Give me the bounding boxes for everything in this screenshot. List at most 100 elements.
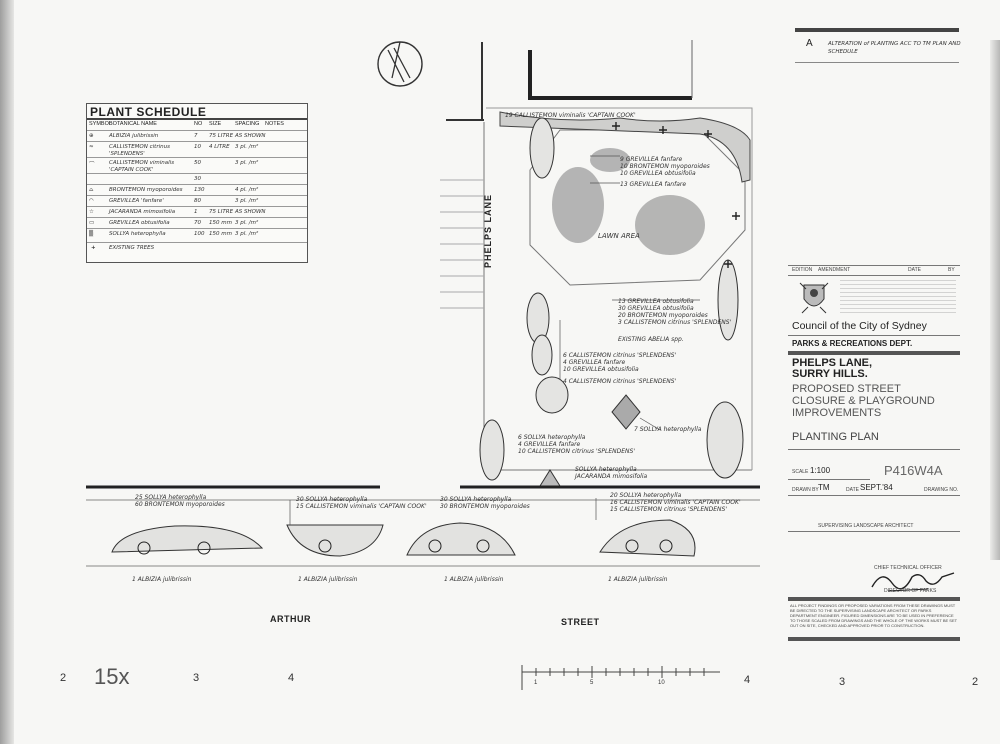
ruler-tick-label: 1	[534, 680, 538, 686]
drawn-value: TM	[818, 483, 830, 492]
col-notes: NOTES	[265, 121, 284, 127]
col-botanical: BOTANICAL NAME	[109, 121, 157, 127]
council-name: Council of the City of Sydney	[792, 320, 927, 332]
stamp-area	[840, 279, 956, 313]
bed-2-callout-1: 15 CALLISTEMON viminalis 'CAPTAIN COOK'	[296, 503, 427, 510]
table-row: ⌒ CALLISTEMON viminalis 'CAPTAIN COOK' 5…	[87, 157, 307, 174]
desc-line-2: CLOSURE & PLAYGROUND	[792, 395, 935, 407]
desc-line-1: PROPOSED STREET	[792, 383, 901, 395]
scale-value: 1:100	[810, 466, 831, 475]
chief-tech-label: CHIEF TECHNICAL OFFICER	[874, 565, 942, 571]
scan-edge-right	[990, 40, 1000, 560]
table-row: ≈ CALLISTEMON citrinus 'SPLENDENS' 10 4 …	[87, 141, 307, 158]
callout-lower-2: 10 CALLISTEMON citrinus 'SPLENDENS'	[518, 448, 635, 455]
callout-jacaranda-1: JACARANDA mimosifolia	[575, 473, 648, 480]
callout-right-2: 20 BRONTEMON myoporoides	[618, 312, 708, 319]
table-row: ⌓ BRONTEMON myoporoides 130 4 pl. /m²	[87, 184, 307, 196]
table-row: ◠ GREVILLEA 'fanfare' 80 3 pl. /m²	[87, 195, 307, 207]
bed-tree-1: 1 ALBIZIA julibrissin	[298, 576, 358, 583]
callout-left-2: 10 GREVILLEA obtusifolia	[563, 366, 639, 373]
scan-edge-left	[0, 0, 14, 744]
lane-label: PHELPS LANE	[483, 193, 493, 268]
margin-mark: 3	[839, 676, 846, 688]
callout-top-1: 9 GREVILLEA fanfare	[620, 156, 683, 163]
lawn-label: LAWN AREA	[598, 232, 640, 240]
drawn-label: DRAWN BY	[792, 487, 819, 493]
table-row: 30	[87, 173, 307, 185]
callout-right-1: 30 GREVILLEA obtusifolia	[618, 305, 694, 312]
street-label-left: ARTHUR	[270, 614, 311, 624]
project-line-2: SURRY HILLS.	[792, 368, 868, 380]
table-row: + EXISTING TREES	[87, 242, 307, 262]
callout-right-4: EXISTING ABELIA spp.	[618, 336, 684, 343]
drawing-no-label: DRAWING NO.	[924, 487, 959, 493]
bed-3-callout-0: 30 SOLLYA heterophylla	[440, 496, 512, 503]
drawing-number: P416W4A	[884, 463, 943, 478]
bed-tree-0: 1 ALBIZIA julibrissin	[132, 576, 192, 583]
bed-4-callout-2: 15 CALLISTEMON citrinus 'SPLENDENS'	[610, 506, 727, 513]
north-arrow-icon	[377, 41, 423, 87]
callout-top-3: 10 GREVILLEA obtusifolia	[620, 170, 696, 177]
col-size: SIZE	[209, 121, 222, 127]
tb-amendment: AMENDMENT	[818, 267, 851, 273]
plant-schedule: PLANT SCHEDULE SYMBOL BOTANICAL NAME NO …	[86, 103, 308, 263]
table-row: ☆ JACARANDA mimosifolia 1 75 LITRE AS SH…	[87, 206, 307, 218]
callout-left-1: 4 GREVILLEA fanfare	[563, 359, 626, 366]
schedule-title: PLANT SCHEDULE	[90, 105, 207, 119]
callout-lower-1: 4 GREVILLEA fanfare	[518, 441, 581, 448]
callout-sollya: 7 SOLLYA heterophylla	[634, 426, 702, 433]
margin-mark: 15x	[94, 664, 130, 689]
bed-2-callout-0: 30 SOLLYA heterophylla	[296, 496, 368, 503]
margin-mark: 4	[288, 672, 295, 684]
margin-mark: 2	[972, 676, 979, 688]
date-label: DATE	[846, 487, 859, 493]
bed-1-callout-0: 25 SOLLYA heterophylla	[135, 494, 207, 501]
table-row: ▭ GREVILLEA obtusifolia 70 150 mm 3 pl. …	[87, 217, 307, 229]
tb-date: DATE	[908, 267, 921, 273]
table-row: ▒ SOLLYA heterophylla 100 150 mm 3 pl. /…	[87, 228, 307, 243]
bed-tree-2: 1 ALBIZIA julibrissin	[444, 576, 504, 583]
supervising-label: SUPERVISING LANDSCAPE ARCHITECT	[818, 523, 914, 529]
margin-mark: 2	[60, 672, 67, 684]
tb-by: BY	[948, 267, 955, 273]
street-label-right: STREET	[561, 617, 600, 627]
coat-of-arms-icon	[799, 282, 829, 314]
revision-text: ALTERATION of PLANTING ACC TO TM PLAN AN…	[828, 41, 961, 55]
callout-right-0: 13 GREVILLEA obtusifolia	[618, 298, 694, 305]
tb-edition: EDITION	[792, 267, 813, 273]
title-block: EDITION AMENDMENT DATE BY Council of the…	[788, 263, 962, 651]
col-no: NO	[194, 121, 203, 127]
director-label: DIRECTOR OF PARKS	[884, 588, 937, 594]
bed-4-callout-0: 20 SOLLYA heterophylla	[610, 492, 682, 499]
signature	[871, 572, 955, 592]
col-spacing: SPACING	[235, 121, 260, 127]
dept-name: PARKS & RECREATIONS DEPT.	[792, 339, 913, 348]
bed-3-callout-1: 30 BRONTEMON myoporoides	[440, 503, 530, 510]
table-row: ⊕ ALBIZIA julibrissin 7 75 LITRE AS SHOW…	[87, 130, 307, 142]
callout-lower-0: 6 SOLLYA heterophylla	[518, 434, 586, 441]
callout-top-2: 10 BRONTEMON myoporoides	[620, 163, 710, 170]
bed-1-callout-1: 60 BRONTEMON myoporoides	[135, 501, 225, 508]
callout-right-3: 3 CALLISTEMON citrinus 'SPLENDENS'	[618, 319, 732, 326]
date-value: SEPT.'84	[860, 483, 893, 492]
margin-mark: 4	[744, 674, 751, 686]
revision-letter: A	[806, 38, 813, 49]
desc-line-3: IMPROVEMENTS	[792, 407, 882, 419]
bed-4-callout-1: 16 CALLISTEMON viminalis 'CAPTAIN COOK'	[610, 499, 741, 506]
scale-label: SCALE	[792, 469, 809, 475]
revision-underline	[795, 62, 959, 63]
ruler-tick-label: 5	[590, 680, 594, 686]
callout-left-0: 6 CALLISTEMON citrinus 'SPLENDENS'	[563, 352, 677, 359]
callout-left-3: 4 CALLISTEMON citrinus 'SPLENDENS'	[563, 378, 677, 385]
col-symbol: SYMBOL	[89, 121, 112, 127]
bed-tree-3: 1 ALBIZIA julibrissin	[608, 576, 668, 583]
margin-mark: 3	[193, 672, 200, 684]
callout-top-4: 13 GREVILLEA fanfare	[620, 181, 687, 188]
callout-jacaranda-0: SOLLYA heterophylla	[575, 466, 637, 473]
ruler-tick-label: 10	[658, 680, 665, 686]
approval-note: ALL PROJECT FINDINGS OR PROPOSED VARIATI…	[790, 603, 957, 628]
schedule-title-rule	[87, 118, 307, 120]
plan-title: PLANTING PLAN	[792, 431, 879, 443]
